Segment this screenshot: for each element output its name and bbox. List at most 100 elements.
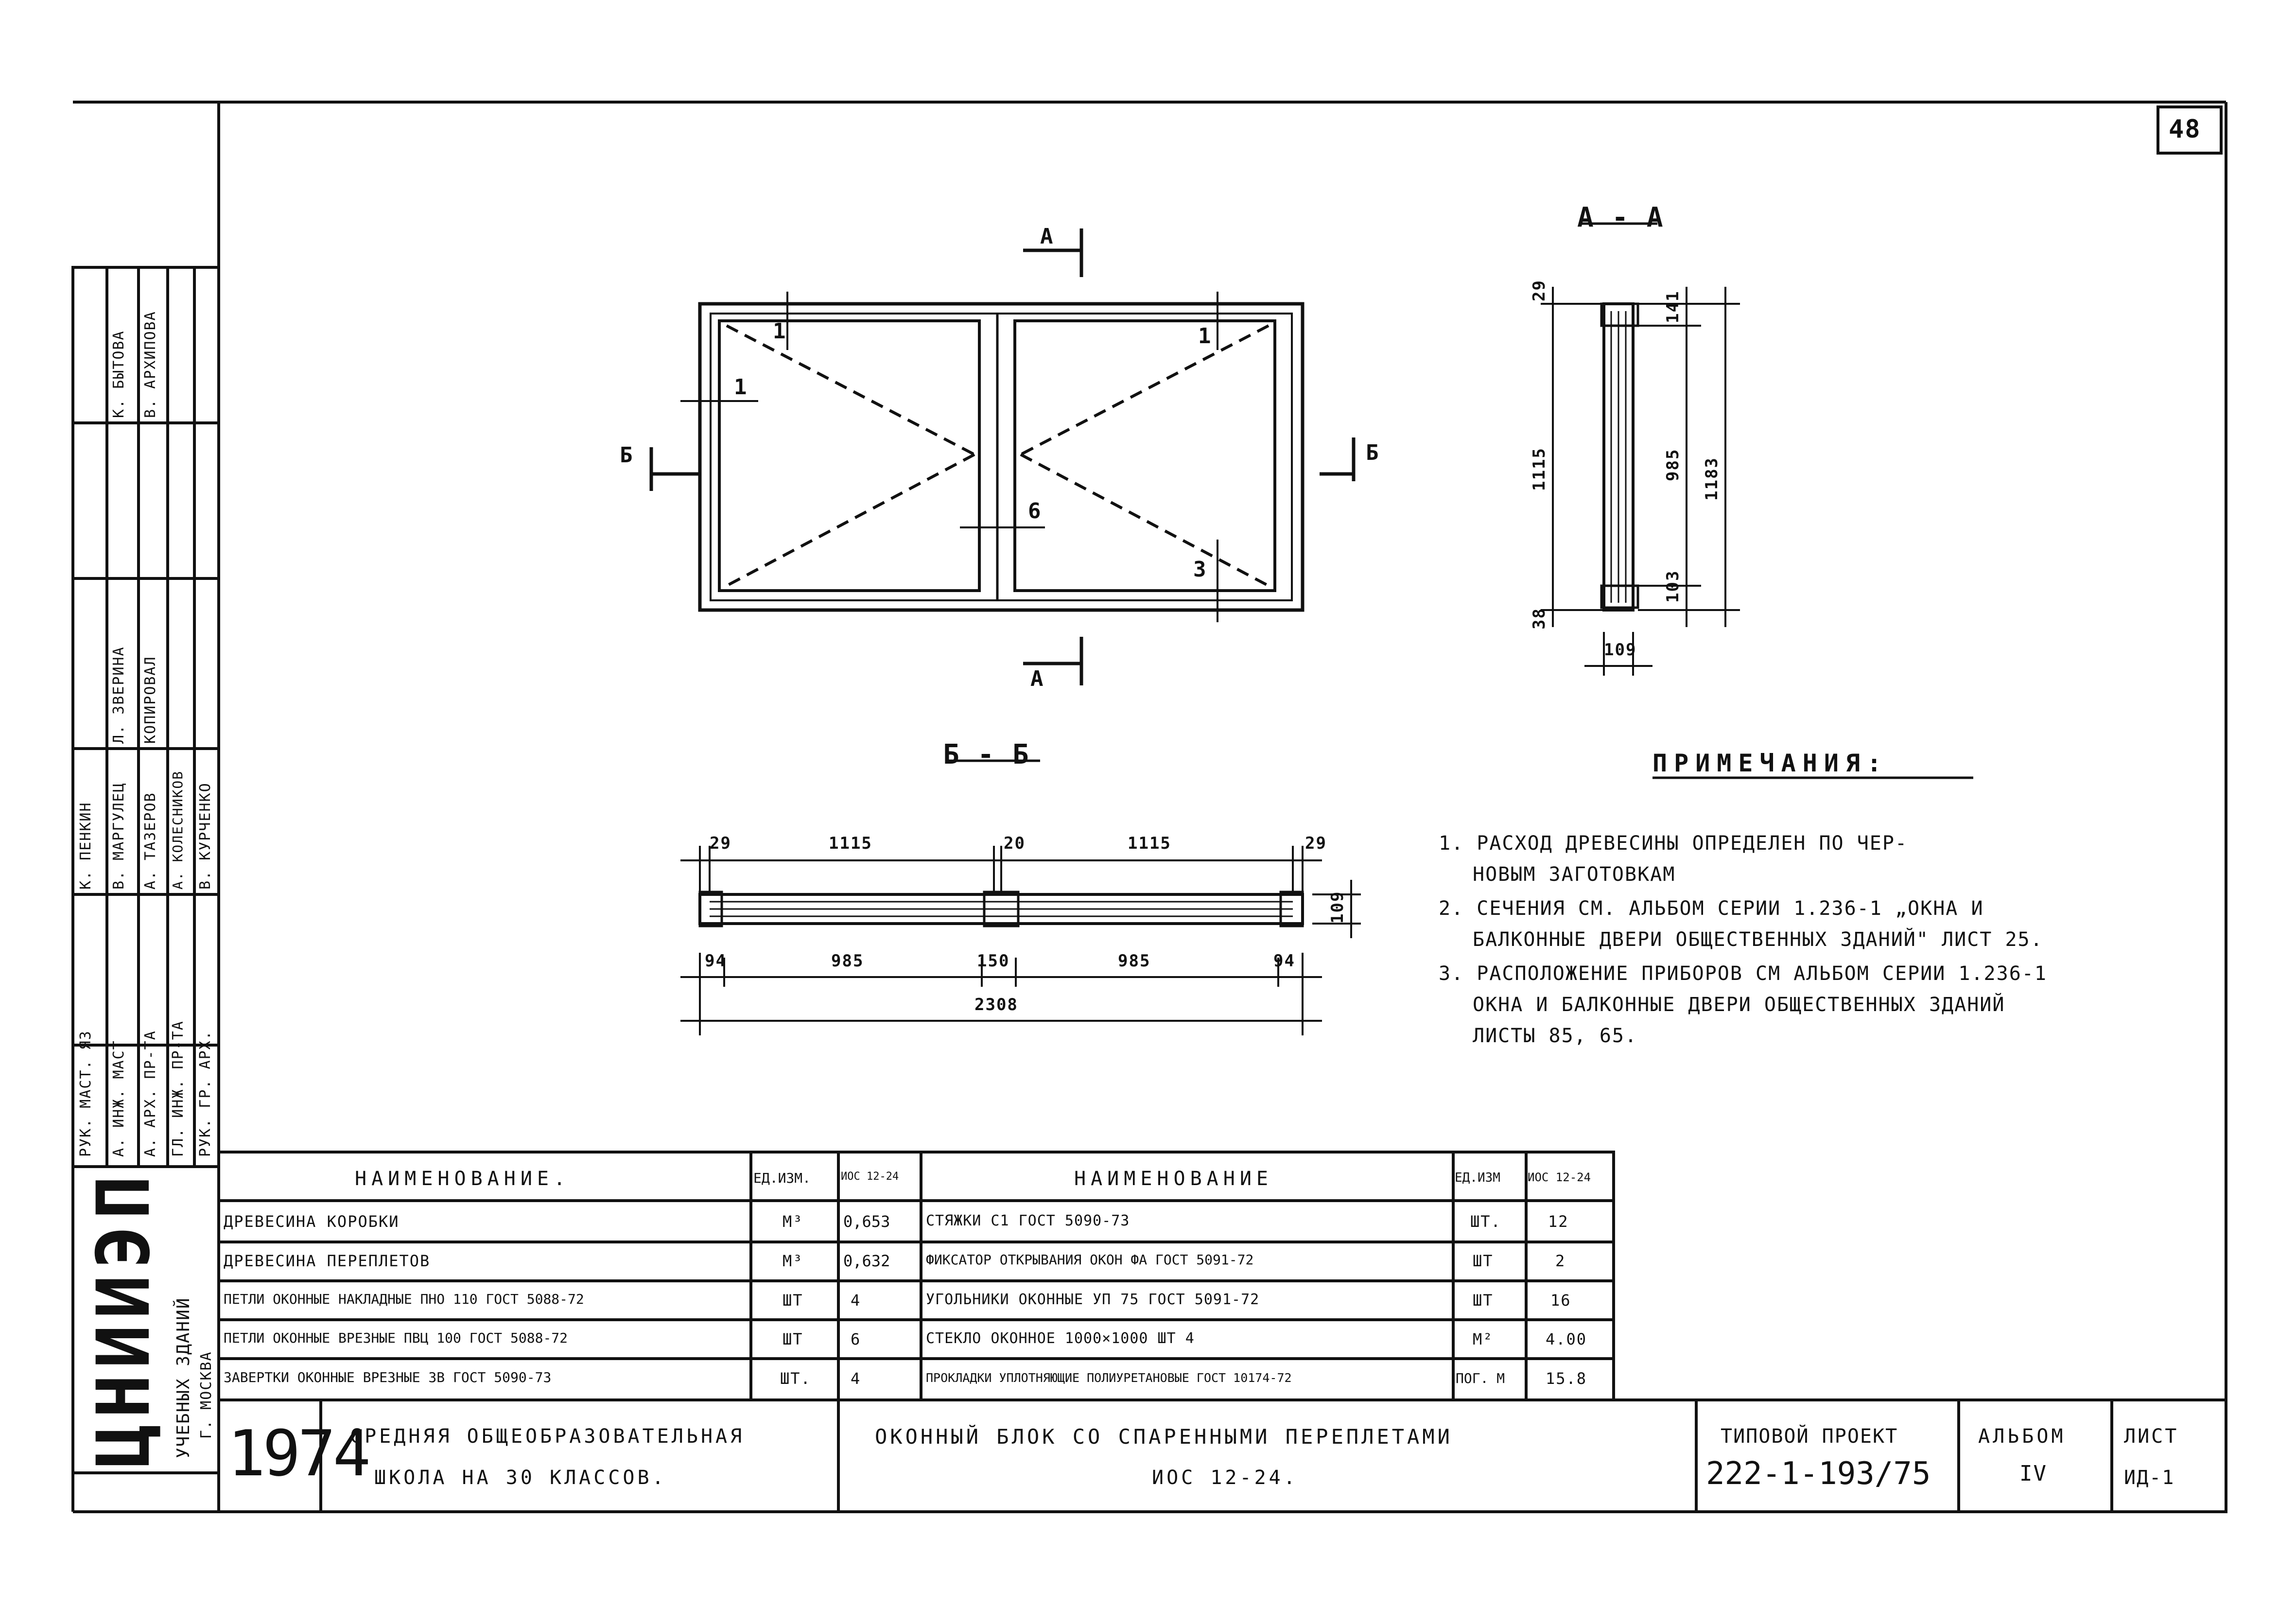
spec-r3-unit2: ШТ	[1473, 1291, 1494, 1310]
staff-extra-2: КОПИРОВАЛ	[142, 656, 159, 744]
section-bb-title: Б - Б	[943, 739, 1030, 770]
bb-dim-overall: 2308	[974, 995, 1018, 1014]
spec-header-unit-right: ЕД.ИЗМ	[1455, 1171, 1500, 1185]
section-aa-title: А - А	[1577, 202, 1664, 233]
spec-r2-qty2: 2	[1555, 1252, 1566, 1270]
bb-dim-right-edge: 29	[1305, 834, 1327, 853]
bb-dim-right-glass: 985	[1118, 951, 1151, 971]
spec-r5-unit: ШТ.	[780, 1369, 811, 1388]
spec-header-name-left: НАИМЕНОВАНИЕ.	[355, 1168, 571, 1190]
bb-dim-left-span: 1115	[829, 834, 872, 853]
year: 1974	[227, 1416, 371, 1490]
aa-dim-overall-right: 1183	[1702, 457, 1722, 501]
callout-6: 6	[1028, 499, 1042, 524]
spec-r3-qty2: 16	[1550, 1291, 1571, 1310]
notes-list: 1. РАСХОД ДРЕВЕСИНЫ ОПРЕДЕЛЕН ПО ЧЕР- НО…	[1439, 834, 2047, 1046]
bb-dim-left-end: 94	[705, 951, 727, 971]
aa-dim-top-right: 141	[1663, 290, 1683, 323]
sheet-number: 48	[2169, 115, 2201, 144]
bb-dim-mid-post: 150	[977, 951, 1010, 971]
cut-a-bottom: А	[1030, 666, 1044, 691]
spec-header-name-right: НАИМЕНОВАНИЕ	[1074, 1168, 1273, 1190]
album-value: IV	[2019, 1461, 2047, 1486]
note-2-line-2: БАЛКОННЫЕ ДВЕРИ ОБЩЕСТВЕННЫХ ЗДАНИЙ" ЛИС…	[1473, 928, 2043, 951]
aa-dim-depth: 109	[1604, 640, 1637, 660]
note-3-line-3: ЛИСТЫ 85, 65.	[1473, 1025, 1638, 1047]
notes-title: ПРИМЕЧАНИЯ:	[1652, 749, 1889, 777]
list-value: ИД-1	[2124, 1467, 2175, 1489]
spec-r1-name: ДРЕВЕСИНА КОРОБКИ	[224, 1212, 400, 1231]
spec-r5-qty2: 15.8	[1546, 1369, 1587, 1388]
spec-r4-name: ПЕТЛИ ОКОННЫЕ ВРЕЗНЫЕ ПВЦ 100 ГОСТ 5088-…	[224, 1330, 568, 1346]
staff-extra-1: Л. ЗВЕРИНА	[110, 646, 127, 744]
section-aa	[1541, 222, 1740, 676]
aa-dim-top-left: 29	[1530, 280, 1549, 301]
spec-r4-unit2: М²	[1473, 1330, 1494, 1348]
spec-r4-unit: ШТ	[783, 1330, 803, 1348]
spec-r5-unit2: ПОГ. М	[1456, 1370, 1505, 1386]
callout-3: 3	[1193, 557, 1207, 582]
aa-dim-bottom-left: 38	[1530, 608, 1549, 629]
album-label: АЛЬБОМ	[1978, 1425, 2066, 1448]
title-block	[217, 1398, 2227, 1513]
window-elevation	[649, 228, 1356, 685]
aa-dim-middle-right: 985	[1663, 448, 1683, 481]
staff-name-2: В. МАРГУЛЕЦ	[110, 782, 127, 890]
spec-header-unit-left: ЕД.ИЗМ.	[753, 1170, 811, 1186]
spec-r2-unit2: ШТ	[1473, 1252, 1494, 1270]
spec-r5-name: ЗАВЕРТКИ ОКОННЫЕ ВРЕЗНЫЕ ЗВ ГОСТ 5090-73	[224, 1369, 552, 1385]
list-label: ЛИСТ	[2124, 1425, 2179, 1448]
project-line-2: ШКОЛА НА 30 КЛАССОВ.	[374, 1467, 667, 1489]
aa-dim-height-left: 1115	[1530, 447, 1549, 491]
typ-number: 222-1-193/75	[1706, 1456, 1931, 1492]
project-line-1: СРЕДНЯЯ ОБЩЕОБРАЗОВАТЕЛЬНАЯ	[350, 1425, 745, 1448]
staff-role-4: ГЛ. ИНЖ. ПР-ТА	[170, 1020, 187, 1157]
note-2-line-1: 2. СЕЧЕНИЯ СМ. АЛЬБОМ СЕРИИ 1.236-1 „ОКН…	[1439, 897, 1984, 920]
cut-a-top: А	[1040, 224, 1054, 249]
spec-r4-name2: СТЕКЛО ОКОННОЕ 1000×1000 ШТ 4	[926, 1330, 1195, 1347]
staff-role-2: А. ИНЖ. МАСТ	[110, 1040, 127, 1157]
org-sub2: Г. МОСКВА	[198, 1351, 215, 1439]
staff-role-5: РУК. ГР. АРХ.	[197, 1030, 214, 1157]
staff-name-4: А. КОЛЕСНИКОВ	[170, 770, 186, 890]
spec-r3-name: ПЕТЛИ ОКОННЫЕ НАКЛАДНЫЕ ПНО 110 ГОСТ 508…	[224, 1291, 584, 1307]
staff-extra-4: В. АРХИПОВА	[142, 311, 159, 418]
spec-r3-unit: ШТ	[783, 1291, 803, 1310]
spec-r2-name2: ФИКСАТОР ОТКРЫВАНИЯ ОКОН ФА ГОСТ 5091-72	[926, 1252, 1254, 1268]
bb-dim-left-edge: 29	[710, 834, 731, 853]
bb-dim-depth: 109	[1328, 891, 1347, 924]
spec-r4-qty: 6	[851, 1330, 861, 1348]
staff-name-1: К. ПЕНКИН	[77, 802, 94, 890]
org-sub1: УЧЕБНЫХ ЗДАНИЙ	[174, 1297, 193, 1458]
staff-name-3: А. ТАЗЕРОВ	[142, 792, 159, 890]
spec-r5-qty: 4	[851, 1369, 861, 1388]
bb-dim-right-end: 94	[1273, 951, 1295, 971]
typ-label: ТИПОВОЙ ПРОЕКТ	[1721, 1425, 1898, 1448]
spec-r2-unit: М³	[783, 1252, 803, 1270]
bb-dim-middle-gap: 20	[1004, 834, 1026, 853]
staff-role-3: А. АРХ. ПР-ТА	[142, 1030, 159, 1157]
callout-1-left: 1	[773, 319, 787, 344]
spec-r4-qty2: 4.00	[1546, 1330, 1587, 1348]
spec-r2-name: ДРЕВЕСИНА ПЕРЕПЛЕТОВ	[224, 1252, 431, 1270]
section-bb	[680, 759, 1973, 1035]
staff-name-5: В. КУРЧЕНКО	[197, 782, 214, 890]
spec-r1-qty2: 12	[1548, 1212, 1569, 1231]
spec-r1-name2: СТЯЖКИ С1 ГОСТ 5090-73	[926, 1212, 1130, 1229]
org-name: ЦНИИЭП	[82, 1170, 166, 1468]
note-1-line-1: 1. РАСХОД ДРЕВЕСИНЫ ОПРЕДЕЛЕН ПО ЧЕР-	[1439, 832, 1908, 855]
spec-r5-name2: ПРОКЛАДКИ УПЛОТНЯЮЩИЕ ПОЛИУРЕТАНОВЫЕ ГОС…	[926, 1371, 1292, 1385]
spec-header-qty-right: ИОС 12-24	[1528, 1171, 1591, 1184]
bb-dim-right-span: 1115	[1128, 834, 1171, 853]
cut-b-left: Б	[620, 443, 634, 468]
staff-extra-3: К. БЫТОВА	[110, 330, 127, 418]
note-3-line-1: 3. РАСПОЛОЖЕНИЕ ПРИБОРОВ СМ АЛЬБОМ СЕРИИ…	[1439, 962, 2047, 985]
note-1-line-2: НОВЫМ ЗАГОТОВКАМ	[1473, 863, 1676, 886]
bb-dim-left-glass: 985	[831, 951, 864, 971]
sheet-title-2: ИОС 12-24.	[1152, 1467, 1298, 1489]
sheet-number-box	[2157, 105, 2223, 155]
sheet-title-1: ОКОННЫЙ БЛОК СО СПАРЕННЫМИ ПЕРЕПЛЕТАМИ	[875, 1425, 1453, 1449]
spec-r3-name2: УГОЛЬНИКИ ОКОННЫЕ УП 75 ГОСТ 5091-72	[926, 1291, 1260, 1308]
staff-role-1: РУК. МАСТ. ЯЗ	[77, 1030, 94, 1157]
spec-r1-qty: 0,653	[843, 1212, 890, 1231]
